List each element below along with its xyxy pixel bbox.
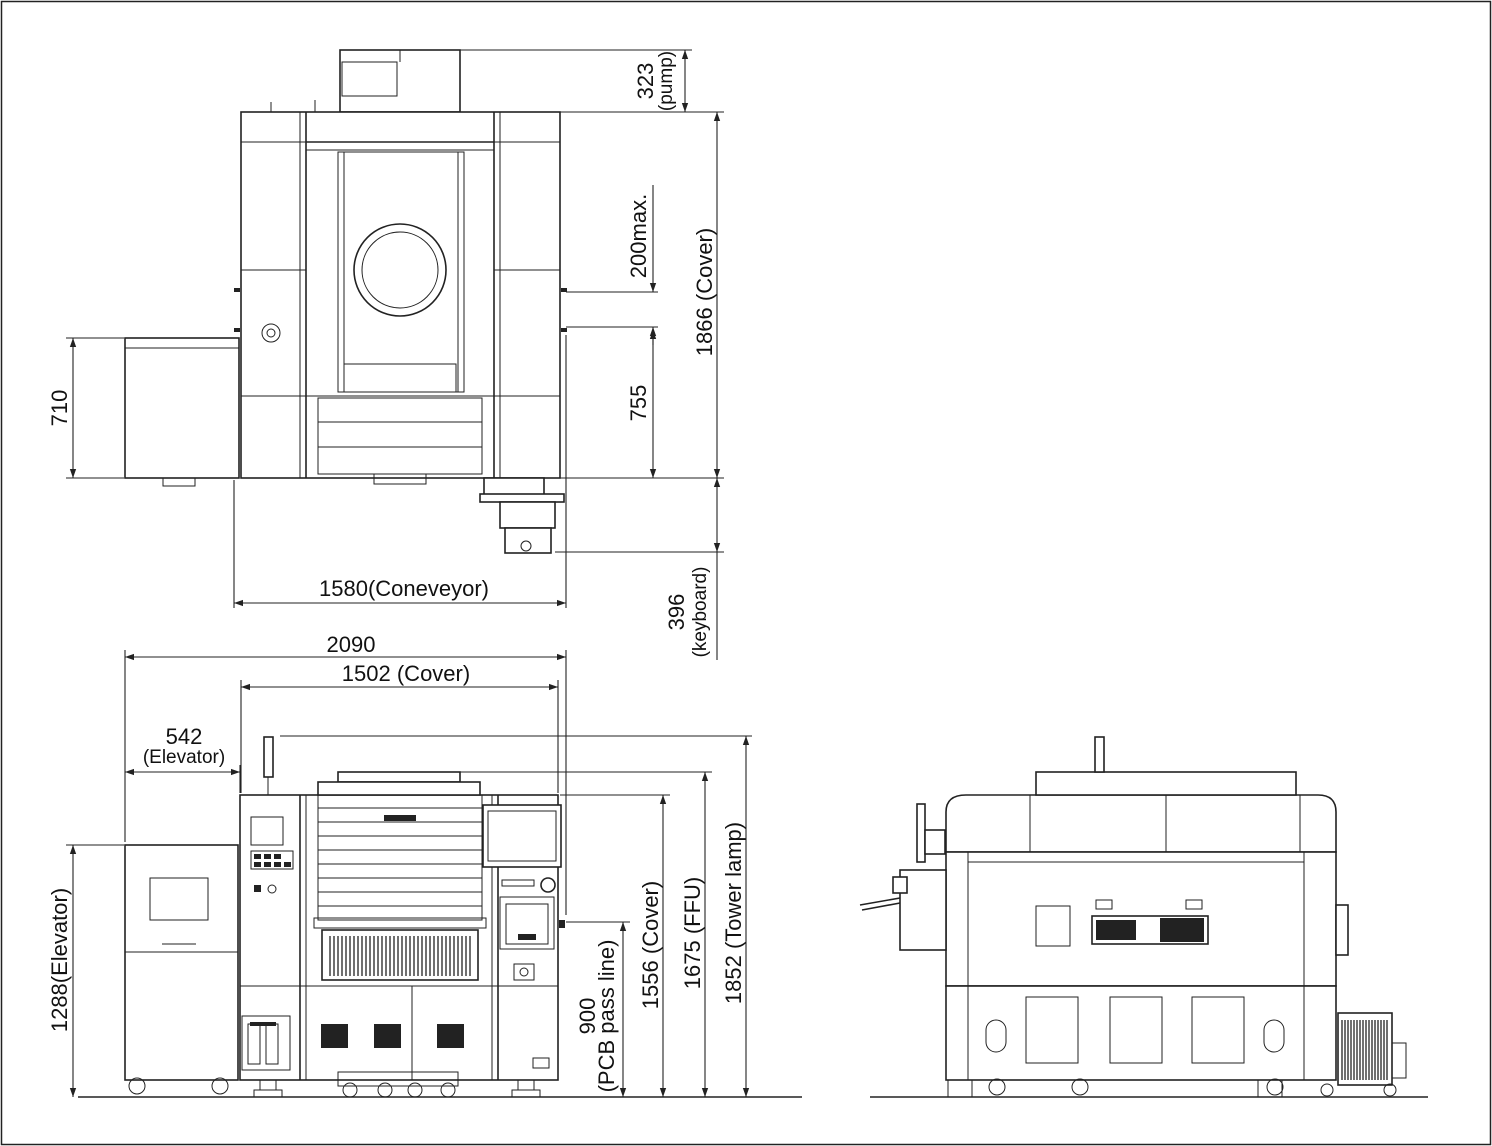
front-view-dimensions: 2090 1502 (Cover) 542 (Elevator) 1288(El… [47,632,752,1097]
top-view-dimensions: 323 (pump) 1866 (Cover) 200max. 755 710 … [47,49,724,660]
dim-710: 710 [47,390,72,427]
side-view [859,736,1428,1098]
dim-pcb-note: (PCB pass line) [594,940,619,1093]
dim-pump-note: (pump) [656,51,677,111]
top-view [124,49,567,554]
dim-pcb-value: 900 [575,998,600,1035]
dim-755: 755 [626,385,651,422]
dim-head-max: 200max. [626,194,651,278]
dim-elevator-width-note: (Elevator) [143,747,225,768]
front-view [78,736,802,1098]
dim-pump-value: 323 [633,63,658,100]
dim-cover-height: 1556 (Cover) [638,881,663,1009]
dim-total-width: 2090 [327,632,376,657]
side-vent [1341,1020,1388,1080]
dim-keyboard-value: 396 [664,594,689,631]
dim-cover-width: 1502 (Cover) [342,661,470,686]
dim-elevator-width-value: 542 [166,724,203,749]
dim-tower-lamp: 1852 (Tower lamp) [721,822,746,1004]
dim-elevator-height: 1288(Elevator) [47,888,72,1032]
dim-ffu: 1675 (FFU) [680,877,705,990]
dim-conveyor: 1580(Coneveyor) [319,576,489,601]
vent-grille [329,936,471,976]
dim-cover-top: 1866 (Cover) [692,228,717,356]
dim-keyboard-note: (keyboard) [690,567,711,658]
